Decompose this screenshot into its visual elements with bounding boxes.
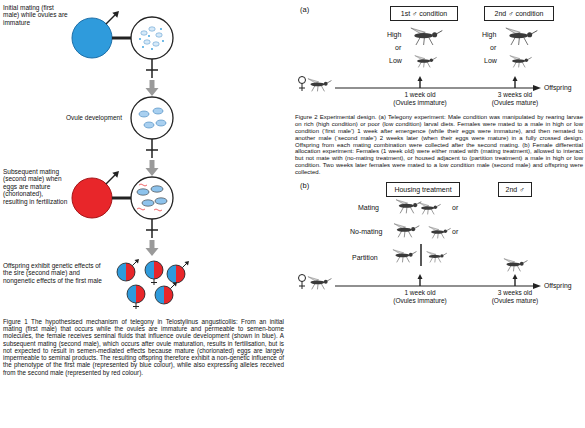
- time-tick: [418, 274, 423, 279]
- treatment-label: Mating: [358, 204, 379, 212]
- female-symbol: [299, 282, 305, 290]
- box-text: 2nd ♂: [506, 186, 525, 193]
- male-fly: [394, 224, 419, 238]
- arrow-head: [146, 168, 159, 176]
- flow-arrow: [146, 80, 159, 96]
- time-tick: [513, 76, 518, 81]
- treatment-label: No-mating: [350, 228, 382, 236]
- condition-box: 2nd ♂ condition: [484, 6, 554, 21]
- timeline: [335, 285, 534, 286]
- figure-caption: Figure 1 The hypothesised mechanism of t…: [3, 318, 284, 376]
- low-male-fly: [415, 56, 437, 68]
- or-label: or: [452, 228, 458, 236]
- female-stage: Subsequent mating (second male) when egg…: [128, 176, 176, 240]
- male-arrow: [106, 175, 115, 184]
- ovule-state-label: (Ovules mature): [480, 297, 550, 304]
- male-arrow: [106, 15, 115, 24]
- flow-arrow: [146, 240, 159, 256]
- age-label: 1 week old: [385, 91, 455, 98]
- female-symbol: [299, 77, 306, 84]
- age-label: 3 weeks old: [480, 289, 550, 296]
- condition-label: Low: [484, 57, 497, 65]
- male-fly: [393, 250, 417, 263]
- female-outline: [128, 176, 176, 240]
- treatment-label: Partition: [352, 254, 378, 262]
- high-male-fly: [506, 28, 537, 45]
- arrow-head: [146, 88, 159, 96]
- box-text: 2nd ♂ condition: [495, 10, 544, 17]
- arrow-shaft: [150, 240, 155, 249]
- timeline-head: [533, 85, 541, 91]
- age-label: 3 weeks old: [480, 91, 550, 98]
- box-text: Housing treatment: [394, 186, 451, 193]
- female-fly: [429, 227, 451, 239]
- offspring-stage: Offspring exhibit genetic effects of the…: [112, 256, 192, 312]
- flow-arrow: [146, 160, 159, 176]
- female-stage: Initial mating (first male) while ovules…: [128, 16, 176, 80]
- condition-label: Low: [389, 57, 402, 65]
- timeline-head: [533, 283, 541, 289]
- timeline: [335, 87, 534, 88]
- first-male-symbol: [72, 11, 131, 58]
- time-tick: [513, 274, 518, 279]
- box-text: 1st ♂ condition: [401, 10, 448, 17]
- ovule-state-label: (Ovules immature): [385, 297, 455, 304]
- female-outline: [128, 96, 176, 160]
- panel-a-art: [299, 28, 542, 91]
- condition-box: 1st ♂ condition: [390, 6, 458, 21]
- outcome-label: Offspring: [544, 84, 571, 92]
- time-tick: [514, 278, 515, 286]
- ovule-state-label: (Ovules mature): [480, 99, 550, 106]
- low-male-fly: [510, 56, 532, 68]
- arrow-shaft: [150, 160, 155, 169]
- partition-wall: [420, 244, 422, 266]
- offspring-group: [112, 256, 192, 312]
- female-fly: [419, 203, 441, 215]
- female-symbol: [299, 275, 306, 282]
- panel-label: (b): [300, 182, 309, 191]
- female-fly: [427, 252, 447, 263]
- stage-description: Initial mating (first male) while ovules…: [3, 4, 71, 26]
- outcome-label: Offspring: [544, 282, 571, 290]
- time-tick: [419, 80, 420, 88]
- female-fly: [308, 79, 332, 92]
- condition-box: 2nd ♂: [498, 182, 532, 197]
- second-male-symbol: [72, 171, 131, 218]
- female-outline: [128, 16, 176, 80]
- condition-label: High: [387, 31, 401, 39]
- stage-description: Subsequent mating (second male) when egg…: [3, 168, 69, 205]
- high-male-fly: [411, 28, 442, 45]
- figure-caption: Figure 2 Experimental design. (a) Telego…: [295, 114, 583, 176]
- ovule-state-label: (Ovules immature): [385, 99, 455, 106]
- or-label: or: [395, 44, 401, 52]
- or-label: or: [452, 204, 458, 212]
- arrow-head: [146, 248, 159, 256]
- female-fly: [308, 277, 332, 290]
- low-male-fly: [504, 259, 528, 272]
- time-tick: [514, 80, 515, 88]
- panel-b-art: [299, 200, 542, 290]
- male-arrow-head: [112, 171, 119, 178]
- arrow-shaft: [150, 80, 155, 89]
- female-stage: Ovule development: [128, 96, 176, 160]
- mating-bar: [112, 37, 131, 40]
- male-arrow-head: [112, 11, 119, 18]
- age-label: 1 week old: [385, 289, 455, 296]
- stage-description: Offspring exhibit genetic effects of the…: [3, 262, 105, 284]
- male-fly: [396, 200, 421, 214]
- time-tick: [419, 278, 420, 286]
- or-label: or: [490, 44, 496, 52]
- stage-description: Ovule development: [54, 114, 122, 121]
- treatment-box: Housing treatment: [386, 182, 460, 197]
- mating-bar: [112, 197, 131, 200]
- condition-label: High: [482, 31, 496, 39]
- panel-label: (a): [300, 6, 309, 15]
- female-symbol: [299, 84, 305, 92]
- time-tick: [418, 76, 423, 81]
